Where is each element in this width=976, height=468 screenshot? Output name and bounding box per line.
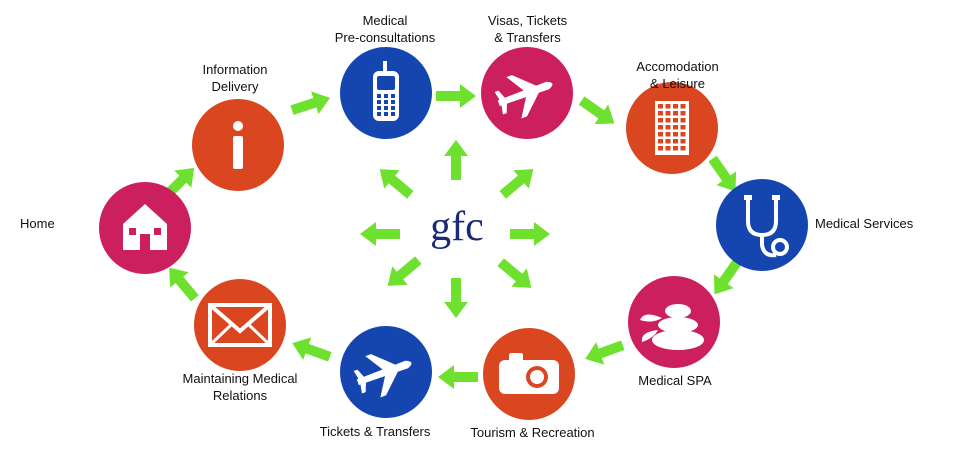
node-info bbox=[192, 99, 284, 191]
node-maintaining-label: Maintaining Medical Relations bbox=[182, 371, 298, 403]
building-icon bbox=[655, 101, 689, 155]
node-maintaining bbox=[194, 279, 286, 371]
nodes-layer bbox=[99, 47, 808, 420]
flow-arrow bbox=[497, 258, 532, 288]
node-spa-label: Medical SPA bbox=[638, 373, 712, 388]
flow-arrow bbox=[360, 222, 400, 246]
arrows-layer bbox=[162, 84, 742, 389]
stethoscope-icon bbox=[744, 195, 789, 258]
node-medical-pre-label: Medical Pre-consultations bbox=[334, 13, 436, 45]
airplane-icon bbox=[353, 354, 412, 398]
node-visas bbox=[481, 47, 573, 139]
node-medical-pre bbox=[340, 47, 432, 139]
camera-icon bbox=[499, 353, 559, 394]
node-tickets-label: Tickets & Transfers bbox=[319, 424, 431, 439]
node-home-label: Home bbox=[20, 216, 55, 231]
flow-arrow bbox=[379, 169, 414, 199]
flow-arrow bbox=[444, 140, 468, 180]
flow-arrow bbox=[585, 340, 625, 365]
flow-arrow bbox=[169, 267, 199, 302]
node-medical-services bbox=[716, 179, 808, 271]
node-tourism bbox=[483, 328, 575, 420]
node-accom bbox=[626, 82, 718, 174]
node-accom-label: Accomodation & Leisure bbox=[636, 59, 719, 91]
envelope-icon bbox=[208, 303, 272, 347]
flow-arrow bbox=[436, 84, 476, 108]
node-medical-services-circle bbox=[716, 179, 808, 271]
node-info-label: Information Delivery bbox=[202, 62, 268, 94]
flow-arrow bbox=[292, 337, 332, 362]
node-visas-label: Visas, Tickets & Transfers bbox=[487, 13, 568, 45]
phone-icon bbox=[373, 61, 399, 121]
info-icon bbox=[233, 121, 243, 169]
gfc-logo: gfc bbox=[430, 204, 484, 250]
flow-arrow bbox=[438, 365, 478, 389]
flow-arrow bbox=[708, 155, 737, 192]
flow-arrow bbox=[499, 169, 534, 199]
spa-stones-icon bbox=[640, 304, 704, 350]
node-medical-services-label: Medical Services bbox=[815, 216, 914, 231]
node-home bbox=[99, 182, 191, 274]
house-icon bbox=[123, 204, 167, 250]
node-tourism-label: Tourism & Recreation bbox=[470, 425, 595, 440]
flow-arrow bbox=[444, 278, 468, 318]
flow-arrow bbox=[578, 96, 615, 125]
flow-arrow bbox=[713, 258, 742, 295]
flow-arrow bbox=[290, 91, 331, 115]
airplane-icon bbox=[494, 75, 553, 119]
node-tickets bbox=[340, 326, 432, 418]
node-spa bbox=[628, 276, 720, 368]
flow-arrow bbox=[510, 222, 550, 246]
flow-arrow bbox=[387, 256, 422, 286]
node-maintaining-circle bbox=[194, 279, 286, 371]
